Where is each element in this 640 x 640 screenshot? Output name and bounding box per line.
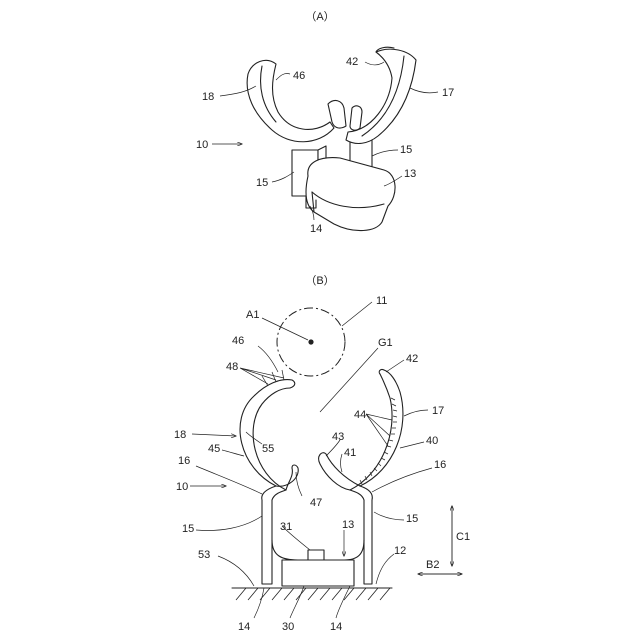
label-17: 17	[442, 87, 454, 99]
label-14-left: 14	[238, 621, 250, 633]
label-46: 46	[232, 335, 244, 347]
label-31: 31	[280, 521, 292, 533]
label-53: 53	[198, 549, 210, 561]
label-13: 13	[404, 168, 416, 180]
label-41: 41	[344, 447, 356, 459]
label-13: 13	[342, 519, 354, 531]
label-40: 40	[426, 435, 438, 447]
label-11: 11	[376, 295, 387, 307]
label-45: 45	[208, 443, 220, 455]
label-15-right: 15	[406, 513, 418, 525]
label-18: 18	[174, 429, 186, 441]
label-47: 47	[310, 497, 322, 509]
label-55: 55	[262, 443, 274, 455]
panel-a-clip-drawing	[247, 47, 416, 230]
panel-b-clip-drawing	[240, 369, 403, 586]
label-14-right: 14	[330, 621, 342, 633]
label-10: 10	[176, 481, 188, 493]
hatch-lines	[236, 588, 390, 600]
label-44: 44	[354, 409, 366, 421]
label-18: 18	[202, 91, 214, 103]
label-46: 46	[293, 70, 305, 82]
label-15-right: 15	[400, 144, 412, 156]
wire-circle	[277, 308, 345, 376]
label-42: 42	[346, 56, 358, 68]
label-42: 42	[406, 353, 418, 365]
label-16-right: 16	[434, 459, 446, 471]
label-16-left: 16	[178, 455, 190, 467]
panel-b: （B）	[174, 274, 470, 633]
mounting-plate	[232, 588, 392, 600]
label-G1: G1	[378, 337, 393, 349]
label-14: 14	[310, 223, 322, 235]
label-A1: A1	[246, 309, 259, 321]
label-C1: C1	[456, 531, 470, 543]
label-10: 10	[196, 139, 208, 151]
panel-b-caption: （B）	[305, 274, 334, 287]
label-48: 48	[226, 361, 238, 373]
label-12: 12	[394, 545, 406, 557]
label-15-left: 15	[182, 523, 194, 535]
label-43: 43	[332, 431, 344, 443]
panel-a-caption: （A）	[305, 10, 334, 23]
label-30: 30	[282, 621, 294, 633]
label-15-left: 15	[256, 177, 268, 189]
label-17: 17	[432, 405, 444, 417]
label-B2: B2	[426, 559, 439, 571]
panel-a: （A）	[196, 10, 454, 235]
